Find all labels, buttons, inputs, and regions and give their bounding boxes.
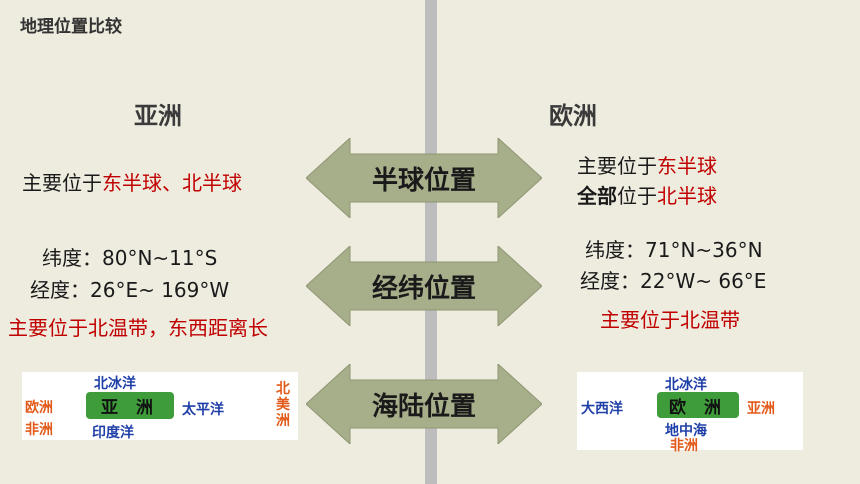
europe-heading: 欧洲 [549, 102, 597, 130]
europe-map-north: 北冰洋 [665, 377, 707, 393]
arrow-latlong-label: 经纬位置 [371, 273, 476, 304]
arrow-landsea-label: 海陆位置 [371, 391, 476, 422]
europe-longitude: 经度：22°W~ 66°E [580, 269, 767, 293]
europe-hemisphere-prefix: 主要位于 [577, 154, 657, 178]
asia-map-far-east-2: 美 [276, 397, 290, 413]
center-divider [425, 0, 437, 484]
asia-map-center: 亚 洲 [86, 392, 174, 419]
europe-hemisphere-mid: 位于 [617, 184, 657, 208]
europe-hemisphere-line1: 主要位于东半球 [577, 150, 717, 179]
asia-latitude: 纬度：80°N~11°S [42, 246, 218, 270]
arrow-hemisphere-label: 半球位置 [371, 165, 476, 196]
europe-hemisphere-line2: 全部位于北半球 [577, 180, 717, 209]
asia-map-south: 印度洋 [92, 425, 134, 441]
asia-hemisphere-highlight: 东半球、北半球 [102, 171, 242, 195]
asia-hemisphere-text: 主要位于东半球、北半球 [22, 167, 242, 196]
asia-map-far-east-1: 北 [276, 381, 290, 397]
asia-map-north: 北冰洋 [94, 376, 136, 392]
asia-landsea-map: 北冰洋 欧洲 非洲 亚 洲 太平洋 印度洋 北 美 洲 [22, 372, 298, 441]
arrow-landsea: 海陆位置 [306, 364, 542, 444]
europe-hemisphere-bold: 全部 [577, 184, 617, 208]
double-arrow-icon [306, 246, 542, 326]
double-arrow-icon [306, 138, 542, 218]
arrow-hemisphere: 半球位置 [306, 138, 542, 218]
europe-latitude: 纬度：71°N~36°N [585, 238, 763, 262]
asia-hemisphere-prefix: 主要位于 [22, 171, 102, 195]
asia-note: 主要位于北温带，东西距离长 [8, 316, 268, 340]
asia-heading: 亚洲 [134, 102, 182, 130]
europe-map-center: 欧 洲 [657, 392, 739, 418]
asia-map-southwest: 非洲 [25, 422, 53, 438]
asia-map-west: 欧洲 [25, 400, 53, 416]
asia-map-far-east: 北 美 洲 [276, 381, 290, 429]
arrow-latlong: 经纬位置 [306, 246, 542, 326]
europe-map-far-south: 非洲 [670, 438, 698, 454]
slide-title: 地理位置比较 [20, 17, 122, 37]
europe-map-east: 亚洲 [747, 401, 775, 417]
europe-landsea-map: 北冰洋 大西洋 欧 洲 亚洲 地中海 非洲 [577, 372, 803, 454]
europe-hemisphere-highlight2: 北半球 [657, 184, 717, 208]
asia-longitude: 经度：26°E~ 169°W [30, 278, 230, 302]
europe-hemisphere-highlight: 东半球 [657, 154, 717, 178]
asia-map-east: 太平洋 [182, 402, 224, 418]
asia-map-far-east-3: 洲 [276, 413, 290, 429]
europe-note: 主要位于北温带 [600, 308, 740, 332]
double-arrow-icon [306, 364, 542, 444]
europe-map-west: 大西洋 [581, 401, 623, 417]
europe-map-south: 地中海 [665, 423, 707, 439]
